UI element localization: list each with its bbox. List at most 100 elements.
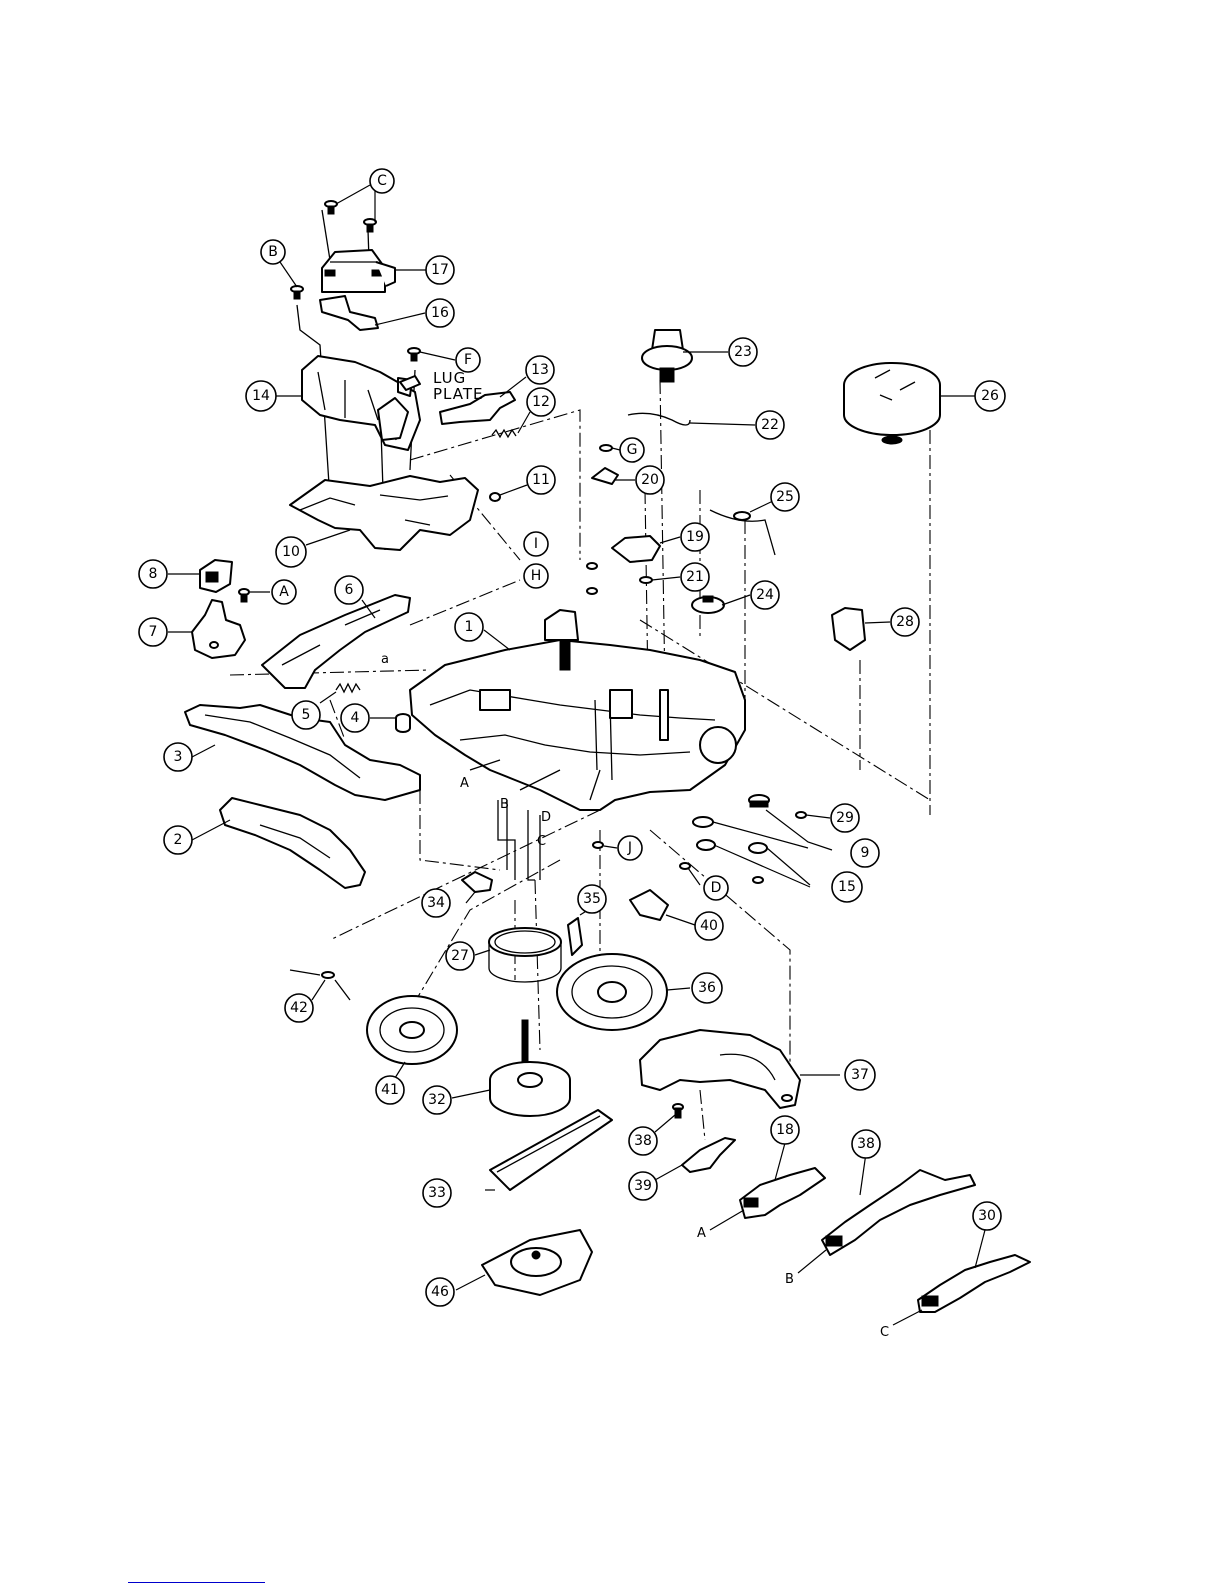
part-32-pulley <box>490 1020 570 1116</box>
callout-32-text: 32 <box>428 1092 446 1108</box>
part-23-reel <box>642 330 692 382</box>
part-28-bracket <box>832 608 865 650</box>
part-7-bracket <box>192 600 245 658</box>
part-41-gear <box>367 996 457 1064</box>
callout-39-text: 39 <box>634 1178 652 1194</box>
callout-26-text: 26 <box>981 388 999 404</box>
callout-8-text: 8 <box>149 566 158 582</box>
callout-letter-h-text: H <box>531 568 542 584</box>
callout-letter-j-text: J <box>627 840 632 856</box>
callout-1: 1 <box>455 613 483 641</box>
callout-3-text: 3 <box>174 749 183 765</box>
callout-37: 37 <box>845 1060 875 1090</box>
callout-34-text: 34 <box>427 895 445 911</box>
washer-j <box>593 842 603 848</box>
callout-38b-text: 38 <box>857 1136 875 1152</box>
page-footer-link-line[interactable] <box>128 1578 265 1583</box>
callout-35-text: 35 <box>583 891 601 907</box>
washer-g <box>600 445 612 451</box>
callout-35: 35 <box>578 885 606 913</box>
callout-13-text: 13 <box>531 362 549 378</box>
lever-a-label: A <box>697 1226 706 1241</box>
callout-letter-b: B <box>261 240 285 264</box>
callout-30-text: 30 <box>978 1208 996 1224</box>
callout-33: 33 <box>423 1179 451 1207</box>
part-37-bracket <box>640 1030 800 1108</box>
callout-40-text: 40 <box>700 918 718 934</box>
part-8-block <box>200 560 232 592</box>
callout-letter-h: H <box>524 564 548 588</box>
callout-5: 5 <box>292 701 320 729</box>
position-b-label: B <box>500 797 509 812</box>
callout-12-text: 12 <box>532 394 550 410</box>
callout-37-text: 37 <box>851 1067 869 1083</box>
position-d-label: D <box>541 810 551 825</box>
callout-33-text: 33 <box>428 1185 446 1201</box>
callout-4-text: 4 <box>351 710 360 726</box>
part-24-gear <box>692 596 724 613</box>
part-38-lever-b <box>822 1170 975 1255</box>
callout-letter-i-text: I <box>534 536 538 552</box>
part-29-washer <box>796 812 806 818</box>
part-20-cam <box>592 468 618 484</box>
part-10-base-plate <box>290 476 478 550</box>
callout-29: 29 <box>831 804 859 832</box>
callout-9-text: 9 <box>861 845 870 861</box>
callout-16: 16 <box>426 299 454 327</box>
callout-6-text: 6 <box>345 582 354 598</box>
lever-c-label: C <box>880 1325 889 1340</box>
callout-36-text: 36 <box>698 980 716 996</box>
callout-2-text: 2 <box>174 832 183 848</box>
part-36-gear <box>557 954 667 1030</box>
callout-34: 34 <box>422 889 450 917</box>
callout-17: 17 <box>426 256 454 284</box>
callout-40: 40 <box>695 912 723 940</box>
callout-23: 23 <box>729 338 757 366</box>
callout-10: 10 <box>276 537 306 567</box>
part-21-pin <box>640 577 652 583</box>
callout-2: 2 <box>164 826 192 854</box>
callout-42: 42 <box>285 994 313 1022</box>
callout-25-text: 25 <box>776 489 794 505</box>
callout-13: 13 <box>526 356 554 384</box>
washer-h <box>587 588 597 594</box>
part-19-bracket <box>612 536 660 562</box>
part-18-lever-a <box>740 1168 825 1218</box>
callout-letter-a: A <box>272 580 296 604</box>
callout-letter-c: C <box>370 169 394 193</box>
part-15-rollers <box>697 840 767 883</box>
screw-c-left <box>325 201 337 214</box>
callout-38-screw: 38 <box>629 1127 657 1155</box>
callout-20-text: 20 <box>641 472 659 488</box>
callout-letter-d-text: D <box>711 880 722 896</box>
callout-26: 26 <box>975 381 1005 411</box>
lowercase-a-label: a <box>381 652 389 667</box>
callout-letter-g-text: G <box>627 442 638 458</box>
callout-letter-f-text: F <box>464 352 472 368</box>
part-5-spring <box>336 684 360 692</box>
callout-15: 15 <box>832 872 862 902</box>
callout-28: 28 <box>891 608 919 636</box>
callout-23-text: 23 <box>734 344 752 360</box>
callout-12: 12 <box>527 388 555 416</box>
callout-11: 11 <box>527 466 555 494</box>
callout-letter-b-text: B <box>268 244 278 260</box>
callout-38a-text: 38 <box>634 1133 652 1149</box>
plate-label: PLATE <box>433 385 483 403</box>
screw-a <box>239 589 249 602</box>
callout-letter-j: J <box>618 836 642 860</box>
callout-41-text: 41 <box>381 1082 399 1098</box>
callout-29-text: 29 <box>836 810 854 826</box>
callout-38-lever: 38 <box>852 1130 880 1158</box>
callout-15-text: 15 <box>838 879 856 895</box>
callout-22-text: 22 <box>761 417 779 433</box>
callout-41: 41 <box>376 1076 404 1104</box>
part-27-belt <box>489 928 561 982</box>
callout-27-text: 27 <box>451 948 469 964</box>
callout-10-text: 10 <box>282 544 300 560</box>
callout-7-text: 7 <box>149 624 158 640</box>
callout-24: 24 <box>751 581 779 609</box>
part-30-lever-c <box>918 1255 1030 1312</box>
callout-5-text: 5 <box>302 707 311 723</box>
